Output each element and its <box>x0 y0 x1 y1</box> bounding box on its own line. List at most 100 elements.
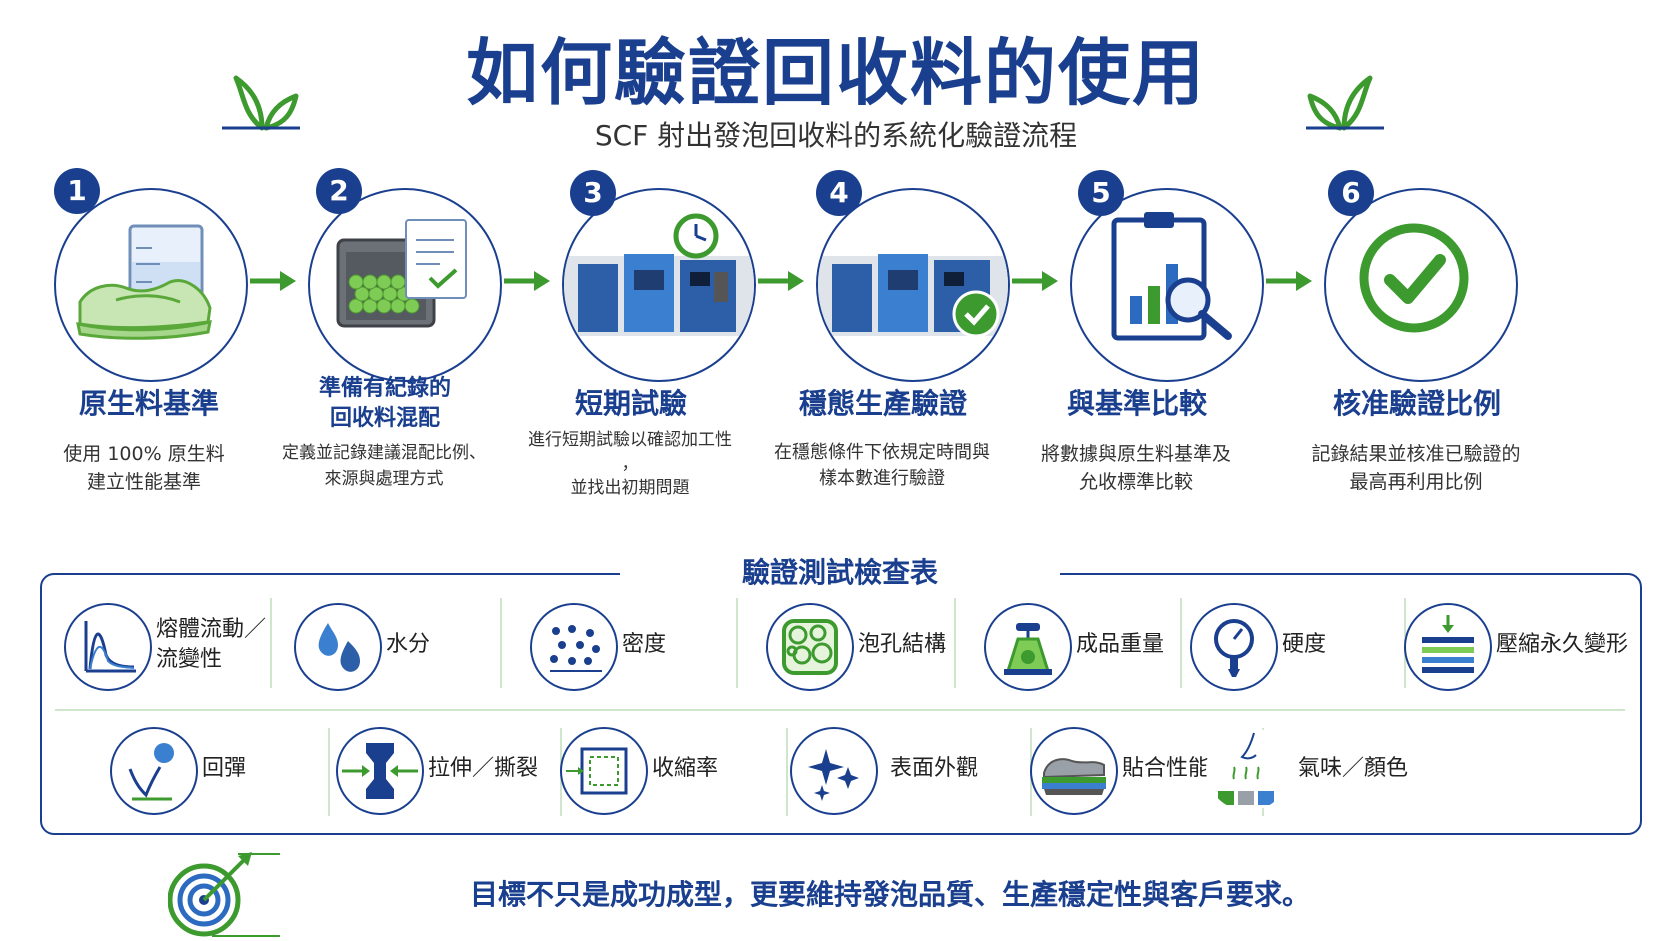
label-line: 成品重量 <box>1076 632 1165 657</box>
checklist-item: 氣味／顏色 <box>1206 727 1436 817</box>
label-line: 硬度 <box>1282 632 1327 657</box>
icon-frame <box>530 603 618 691</box>
sparkle-icon <box>808 749 859 801</box>
step-description: 將數據與原生料基準及 允收標準比較 <box>1006 440 1266 496</box>
step-title: 短期試驗 <box>574 387 687 420</box>
checklist-item-label: 成品重量 <box>1076 603 1164 687</box>
checklist-item-label: 密度 <box>622 603 666 687</box>
step-title: 與基準比較 <box>1066 387 1207 420</box>
step-description: 記錄結果並核准已驗證的 最高再利用比例 <box>1286 440 1546 496</box>
checklist-title: 驗證測試檢查表 <box>620 556 1060 590</box>
checkmark-circle-icon <box>1359 223 1469 333</box>
leaf-icon <box>1306 75 1384 131</box>
checklist-item-label: 收縮率 <box>652 727 718 811</box>
checklist-item-label: 表面外觀 <box>890 727 978 811</box>
step-desc-line: 來源與處理方式 <box>324 469 444 489</box>
arrow-right-icon <box>1266 271 1312 291</box>
label-line: 拉伸／撕裂 <box>428 756 539 781</box>
step-desc-line: 定義並記錄建議混配比例、 <box>282 443 486 463</box>
step-desc-line: 進行短期試驗以確認加工性 <box>528 430 732 450</box>
icon-frame <box>110 727 198 815</box>
step-description: 進行短期試驗以確認加工性 ， 並找出初期問題 <box>500 428 760 500</box>
column-divider <box>786 728 788 816</box>
shoe-bonding-icon <box>1042 758 1106 795</box>
step-title: 穩態生產驗證 <box>798 387 967 420</box>
label-line: 水分 <box>386 632 431 657</box>
checklist-item-label: 回彈 <box>202 727 246 811</box>
label-line: 回彈 <box>202 756 247 781</box>
step-desc-line: 建立性能基準 <box>86 471 201 493</box>
checklist-item-label: 壓縮永久變形 <box>1496 603 1628 687</box>
step-desc-line: 樣本數進行驗證 <box>819 468 945 489</box>
checklist-item-label: 硬度 <box>1282 603 1326 687</box>
checklist-item: 壓縮永久變形 <box>1404 603 1634 693</box>
label-line: 熔體流動／ <box>156 617 267 642</box>
column-divider <box>270 598 272 688</box>
step-title: 原生料基準 <box>78 387 219 420</box>
step-description: 在穩態條件下依規定時間與 樣本數進行驗證 <box>752 440 1012 492</box>
rebound-ball-icon <box>128 743 174 801</box>
step-number: 2 <box>316 168 362 214</box>
step-title-line: 回收料混配 <box>329 406 440 431</box>
injection-machine-check-icon <box>818 254 1008 338</box>
column-divider <box>954 598 956 688</box>
label-line: 表面外觀 <box>890 756 979 781</box>
step-4-circle <box>816 188 1010 382</box>
shrinkage-square-icon <box>566 747 628 795</box>
foam-cells-icon <box>782 619 838 675</box>
step-2-circle <box>308 188 502 382</box>
step-number: 3 <box>570 170 616 216</box>
icon-frame <box>336 727 424 815</box>
icon-frame <box>294 603 382 691</box>
step-desc-line: 最高再利用比例 <box>1349 471 1483 493</box>
icon-frame <box>1206 727 1290 811</box>
step-6-circle <box>1324 188 1518 382</box>
shoe-beaker-icon <box>76 224 212 340</box>
arrow-right-icon <box>250 271 296 291</box>
icon-frame <box>790 727 878 815</box>
checklist-item: 泡孔結構 <box>766 603 946 693</box>
column-divider <box>500 598 502 688</box>
pellet-bin-checklist-icon <box>336 219 467 328</box>
checklist-item: 回彈 <box>110 727 310 817</box>
leaf-icon <box>222 75 300 131</box>
arrow-right-icon <box>758 271 804 291</box>
label-line: 流變性 <box>156 647 223 672</box>
checklist-item: 水分 <box>294 603 474 693</box>
step-5-circle <box>1070 188 1264 382</box>
step-description: 使用 100% 原生料 建立性能基準 <box>14 440 274 496</box>
label-line: 貼合性能 <box>1122 756 1211 781</box>
label-line: 密度 <box>622 632 667 657</box>
checklist-item-label: 水分 <box>386 603 430 687</box>
checklist-item: 貼合性能 <box>1030 727 1250 817</box>
arrow-right-icon <box>504 271 550 291</box>
page-title: 如何驗證回收料的使用 <box>465 31 1206 115</box>
checklist-item: 拉伸／撕裂 <box>336 727 556 817</box>
scale-icon <box>1004 623 1052 675</box>
step-number: 6 <box>1328 170 1374 216</box>
checklist-item: 密度 <box>530 603 720 693</box>
step-desc-line: 允收標準比較 <box>1078 471 1193 493</box>
icon-frame <box>1190 603 1278 691</box>
step-title-line: 準備有紀錄的 <box>318 376 451 401</box>
step-title: 核准驗證比例 <box>1332 387 1501 420</box>
icon-frame <box>64 603 152 691</box>
footer-goal-text: 目標不只是成功成型，更要維持發泡品質、生產穩定性與客戶要求。 <box>470 878 1311 911</box>
checklist-item: 成品重量 <box>984 603 1174 693</box>
label-line: 泡孔結構 <box>858 632 947 657</box>
checklist-item-label: 熔體流動／ 流變性 <box>156 603 266 687</box>
checklist-item: 收縮率 <box>560 727 780 817</box>
checklist-item: 熔體流動／ 流變性 <box>64 603 266 693</box>
label-line: 壓縮永久變形 <box>1496 632 1629 657</box>
step-title: 準備有紀錄的 回收料混配 <box>260 374 510 434</box>
icon-frame <box>984 603 1072 691</box>
icon-frame <box>1404 603 1492 691</box>
step-number: 5 <box>1078 170 1124 216</box>
injection-machine-clock-icon <box>564 213 754 336</box>
column-divider <box>1180 598 1182 688</box>
step-desc-line: ， <box>621 454 639 474</box>
label-line: 氣味／顏色 <box>1298 756 1409 781</box>
density-dots-icon <box>550 625 602 672</box>
column-divider <box>736 598 738 688</box>
step-number: 4 <box>816 170 862 216</box>
